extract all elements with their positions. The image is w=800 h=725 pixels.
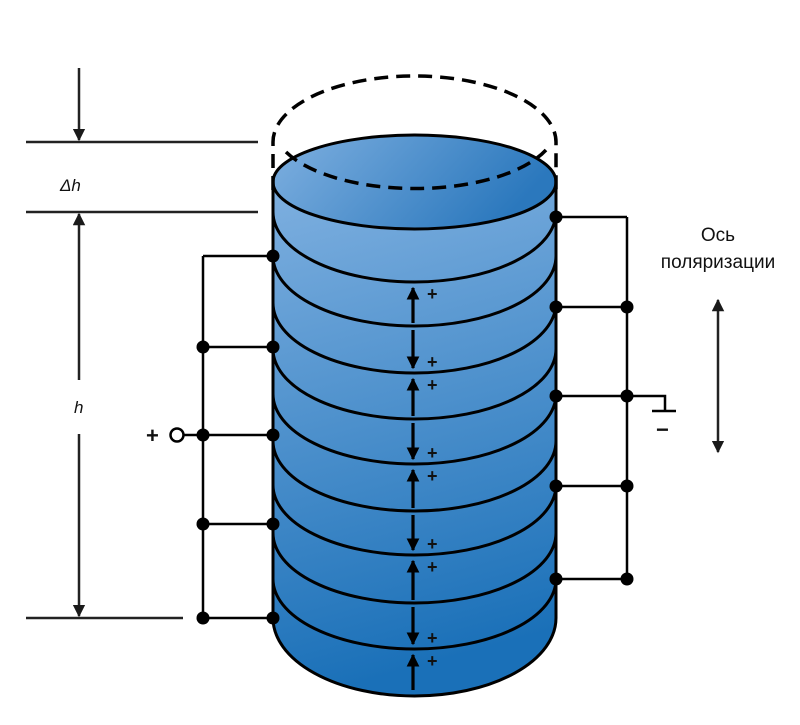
positive-bus-wiring: + [146, 249, 280, 625]
electrode-rings [271, 211, 558, 651]
electrode-ring [271, 302, 558, 375]
electrode-contact-node [549, 210, 563, 224]
electrode-ring [271, 440, 558, 513]
electrode-contact-node [266, 428, 280, 442]
electrode-ring [271, 484, 558, 557]
ground-symbol-icon [627, 394, 676, 413]
expanded-outline-dashed [271, 74, 558, 190]
piezo-stack: + + + + + + + + + [271, 74, 558, 698]
bus-junction-node [620, 300, 634, 314]
plus-mark: + [427, 628, 438, 648]
bus-junction-node [196, 428, 210, 442]
plus-mark: + [427, 557, 438, 577]
ground-bus-wiring: − [549, 210, 676, 586]
polarization-arrows: + + + + + + + + + [406, 284, 438, 690]
electrode-ring [271, 532, 558, 605]
electrode-contact-node [266, 517, 280, 531]
h-label: h [74, 398, 83, 417]
electrode-ring [271, 393, 558, 466]
bus-junction-node [196, 340, 210, 354]
electrode-ring [271, 211, 558, 284]
negative-terminal-label: − [656, 417, 669, 442]
delta-h-label: Δh [59, 176, 81, 195]
plus-mark: + [427, 443, 438, 463]
electrode-ring [271, 578, 558, 651]
plus-mark: + [427, 466, 438, 486]
stack-top-face [271, 133, 558, 231]
bus-junction-node [620, 389, 634, 403]
axis-label-line1: Ось [701, 225, 735, 246]
positive-terminal-icon [169, 427, 185, 443]
polarization-axis: Ось поляризации [661, 225, 775, 454]
electrode-contact-node [549, 572, 563, 586]
plus-mark: + [427, 375, 438, 395]
plus-mark: + [427, 651, 438, 671]
electrode-contact-node [266, 611, 280, 625]
electrode-contact-node [549, 300, 563, 314]
bus-junction-node [620, 572, 634, 586]
electrode-ring [271, 348, 558, 421]
plus-mark: + [427, 534, 438, 554]
plus-mark: + [427, 352, 438, 372]
electrode-contact-node [549, 389, 563, 403]
electrode-contact-node [266, 340, 280, 354]
positive-terminal-label: + [146, 423, 159, 448]
electrode-contact-node [549, 479, 563, 493]
plus-mark: + [427, 284, 438, 304]
bus-junction-node [620, 479, 634, 493]
electrode-contact-node [266, 249, 280, 263]
expanded-bottom-dashed [284, 148, 548, 191]
axis-label-line2: поляризации [661, 252, 775, 273]
electrode-ring [271, 255, 558, 328]
bus-junction-node [196, 611, 210, 625]
bus-junction-node [196, 517, 210, 531]
dimension-annotations: Δh h [26, 68, 258, 620]
